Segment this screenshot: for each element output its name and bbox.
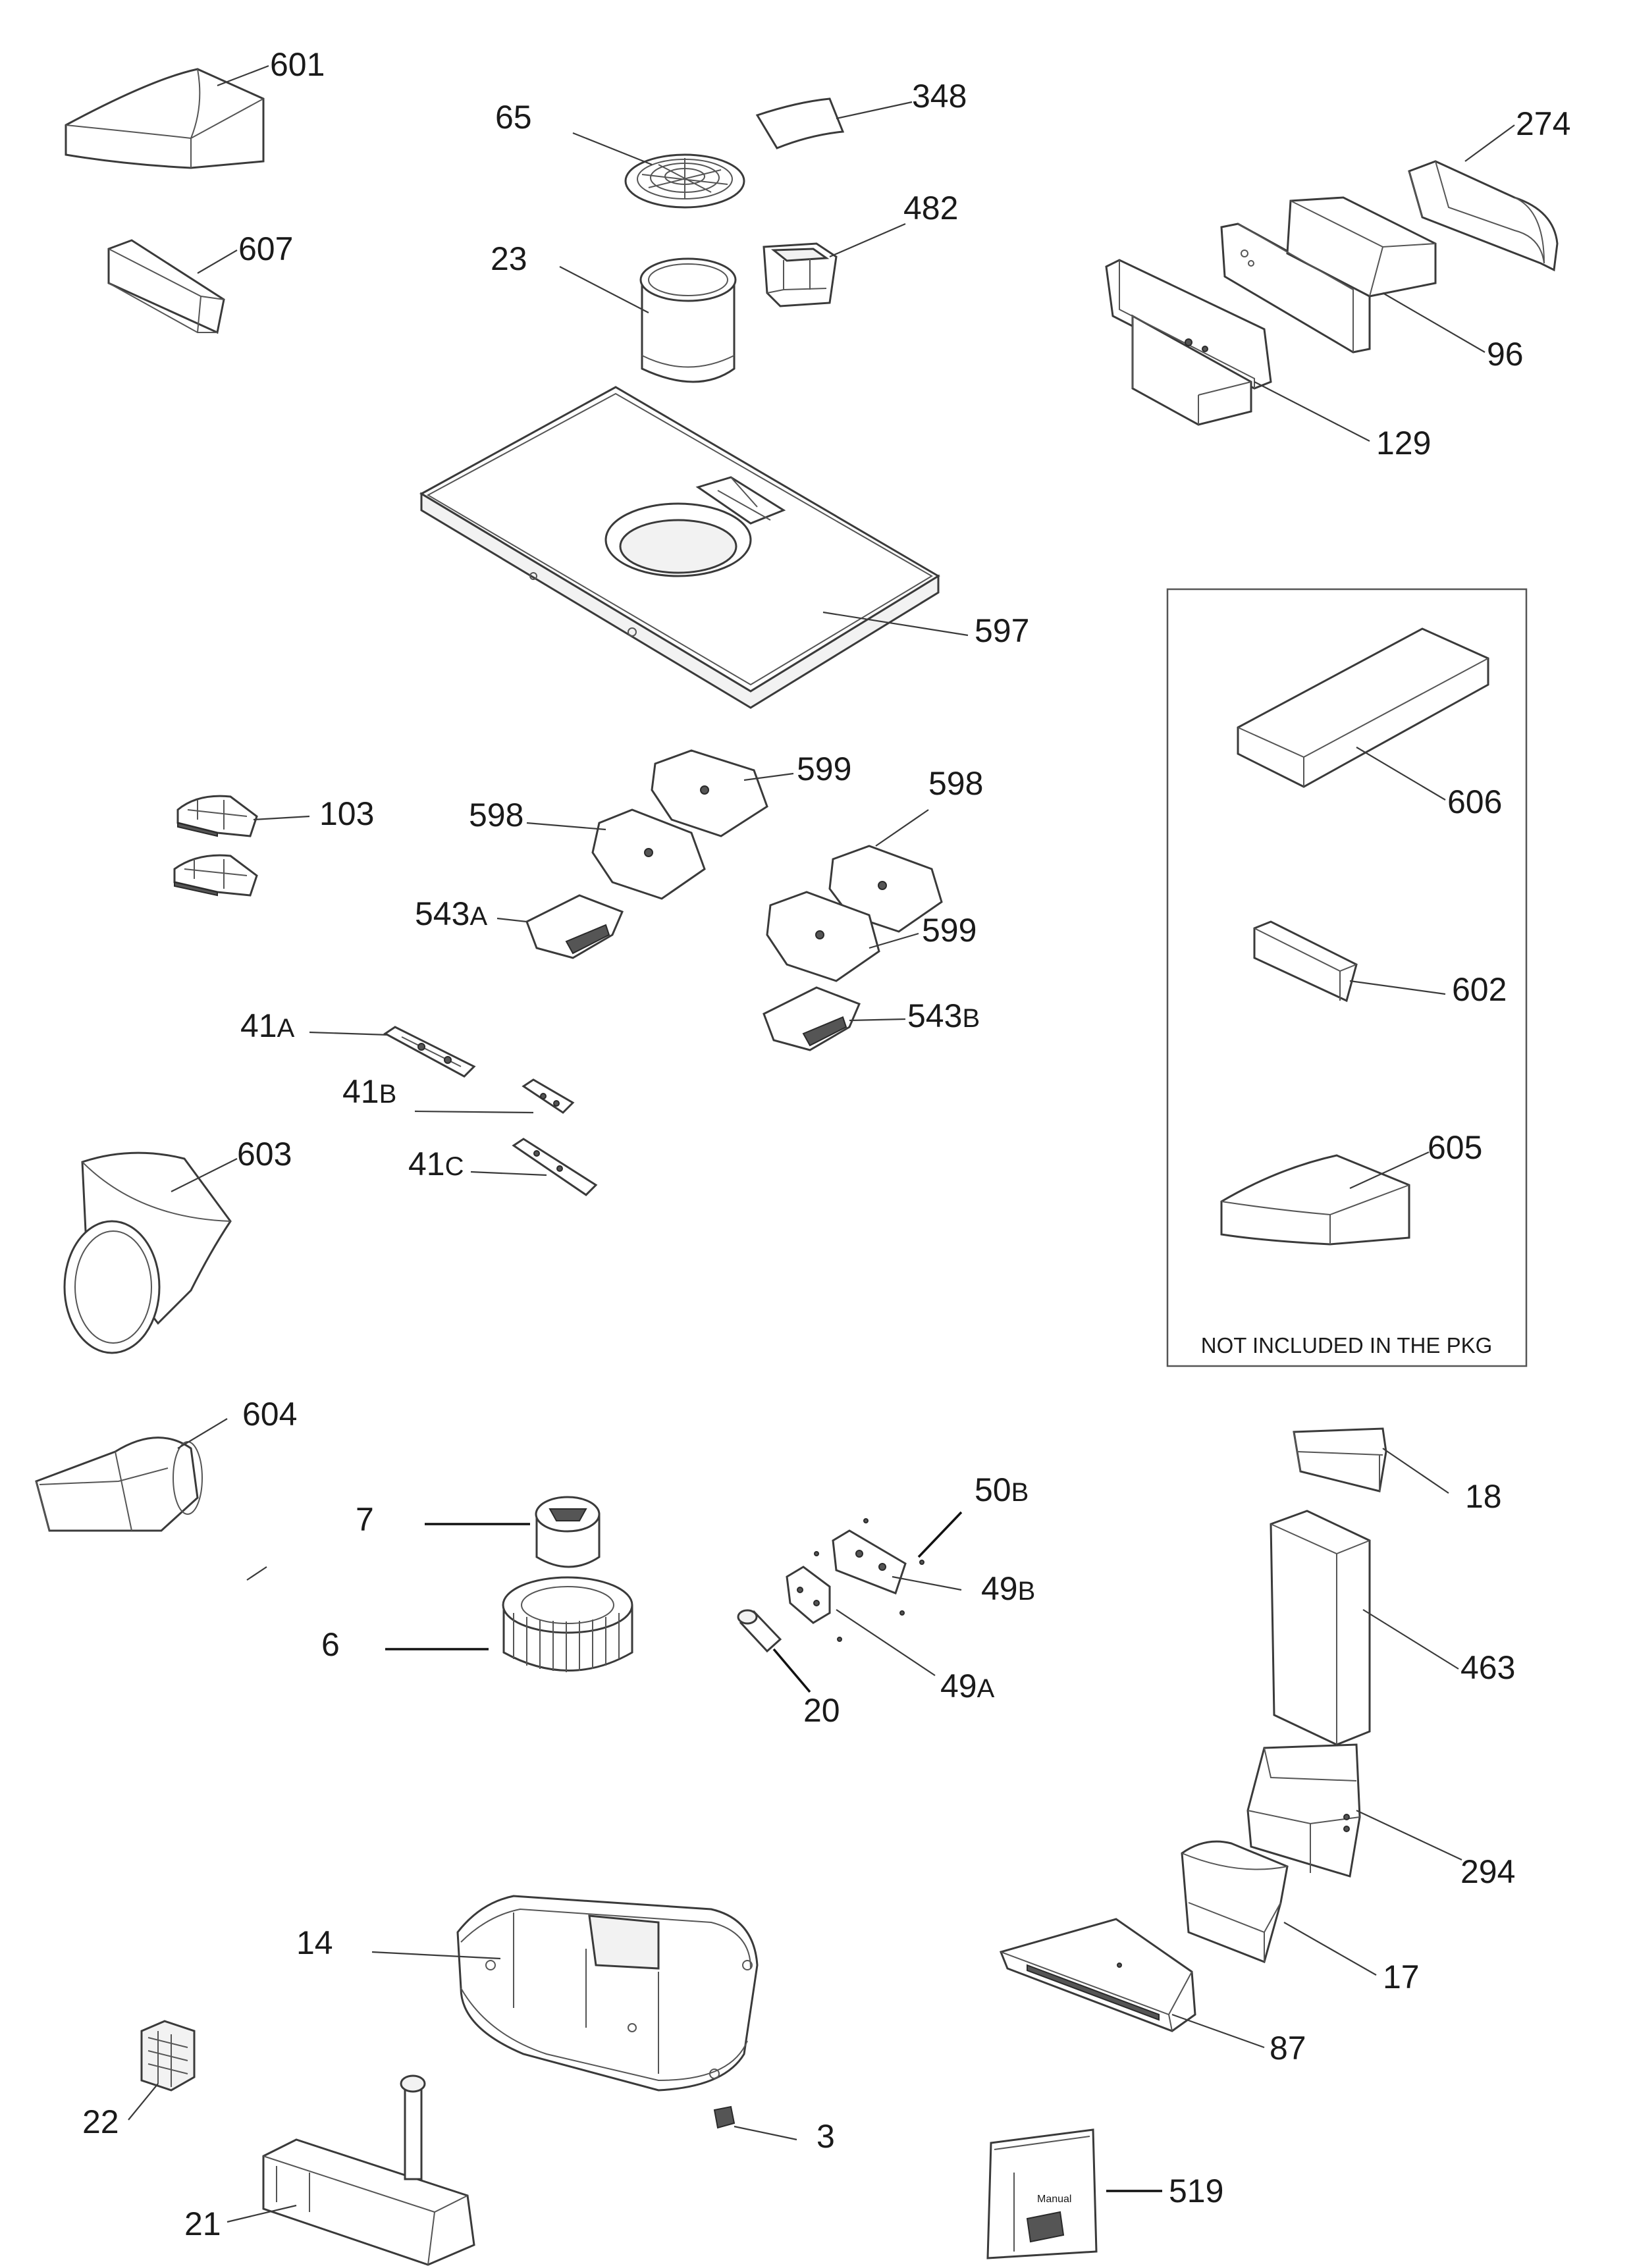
part-7-motor <box>425 1496 601 1568</box>
label-519: 519 <box>1169 2173 1223 2209</box>
label-348: 348 <box>912 78 967 115</box>
label-6: 6 <box>321 1626 340 1663</box>
part-607-straight-duct <box>107 239 238 334</box>
label-41A: 41A <box>240 1007 295 1044</box>
part-96-adapter <box>1220 196 1486 354</box>
label-599-top: 599 <box>797 751 851 787</box>
part-50B-screw <box>863 1511 963 1565</box>
label-599-bottom: 599 <box>922 912 977 949</box>
label-606: 606 <box>1447 783 1502 820</box>
part-601-quarter-bend <box>65 65 269 169</box>
label-482: 482 <box>903 190 958 226</box>
part-519-manual-bag: Manual <box>986 2128 1162 2259</box>
part-23-cylinder <box>559 257 737 383</box>
label-602: 602 <box>1452 971 1507 1008</box>
part-41C-board <box>470 1138 598 1196</box>
part-49A-board <box>786 1551 936 1676</box>
part-22-filter <box>128 2020 196 2121</box>
part-597-cooktop <box>419 386 969 709</box>
label-49B: 49B <box>981 1570 1035 1607</box>
part-294-adapter <box>1246 1743 1462 1878</box>
part-65-grille <box>572 132 745 209</box>
part-482-box <box>763 223 906 307</box>
part-18-transition <box>1293 1427 1449 1494</box>
part-598a-induction-coil <box>526 808 706 900</box>
label-7: 7 <box>356 1501 374 1538</box>
label-294: 294 <box>1460 1853 1515 1890</box>
part-605-quarter-bend <box>1220 1151 1430 1246</box>
part-14-housing <box>371 1895 759 2092</box>
label-543A: 543A <box>415 895 487 932</box>
part-543A-board <box>496 894 624 959</box>
label-598-right: 598 <box>928 765 983 802</box>
part-274-elbow <box>1408 124 1559 272</box>
label-23: 23 <box>491 240 527 277</box>
part-20-capacitor <box>737 1609 811 1693</box>
part-21-bracket <box>227 2074 475 2266</box>
part-599a-induction-coil <box>651 749 794 837</box>
label-41C: 41C <box>408 1146 464 1182</box>
part-463-vertical-duct <box>1270 1510 1459 1746</box>
label-18: 18 <box>1465 1478 1502 1515</box>
label-607: 607 <box>238 230 293 267</box>
label-21: 21 <box>184 2205 221 2242</box>
label-543B: 543B <box>907 997 980 1034</box>
part-599b-induction-coil <box>766 891 919 982</box>
label-3: 3 <box>816 2118 835 2155</box>
part-49B-board <box>832 1529 962 1595</box>
label-274: 274 <box>1516 105 1570 142</box>
label-65: 65 <box>495 99 532 136</box>
label-41B: 41B <box>342 1073 396 1110</box>
label-50B: 50B <box>975 1471 1029 1508</box>
label-597: 597 <box>975 612 1029 649</box>
part-17-elbow <box>1181 1840 1377 1976</box>
label-598-left: 598 <box>469 797 523 833</box>
label-22: 22 <box>82 2103 119 2140</box>
label-463: 463 <box>1460 1649 1515 1686</box>
part-602-duct <box>1253 920 1446 1003</box>
not-included-note: NOT INCLUDED IN THE PKG <box>1201 1333 1493 1358</box>
label-87: 87 <box>1270 2030 1306 2067</box>
label-17: 17 <box>1383 1959 1420 1995</box>
part-543B-board <box>763 986 906 1051</box>
label-20: 20 <box>803 1692 840 1729</box>
label-603: 603 <box>237 1136 292 1173</box>
not-included-box <box>1166 588 1528 1367</box>
label-96: 96 <box>1487 336 1524 373</box>
label-601: 601 <box>270 46 325 83</box>
part-604-transition <box>35 1418 267 1581</box>
label-14: 14 <box>296 1924 333 1961</box>
part-41B-board <box>414 1078 575 1114</box>
part-6-blower-wheel <box>385 1576 633 1672</box>
part-103-clips <box>173 795 310 897</box>
label-49A: 49A <box>940 1668 995 1704</box>
part-41A-board <box>309 1026 476 1078</box>
label-103: 103 <box>319 795 374 832</box>
label-129: 129 <box>1376 425 1431 462</box>
part-348-filter-pad <box>755 97 913 149</box>
part-87-plenum <box>999 1918 1265 2049</box>
part-3-fitting <box>713 2105 797 2141</box>
bag-label-text: Manual <box>1037 2194 1071 2205</box>
part-603-transition <box>63 1151 238 1354</box>
part-606-duct <box>1237 627 1489 801</box>
part-129-plenum <box>1105 259 1370 442</box>
label-605: 605 <box>1428 1129 1482 1166</box>
label-604: 604 <box>242 1396 297 1433</box>
